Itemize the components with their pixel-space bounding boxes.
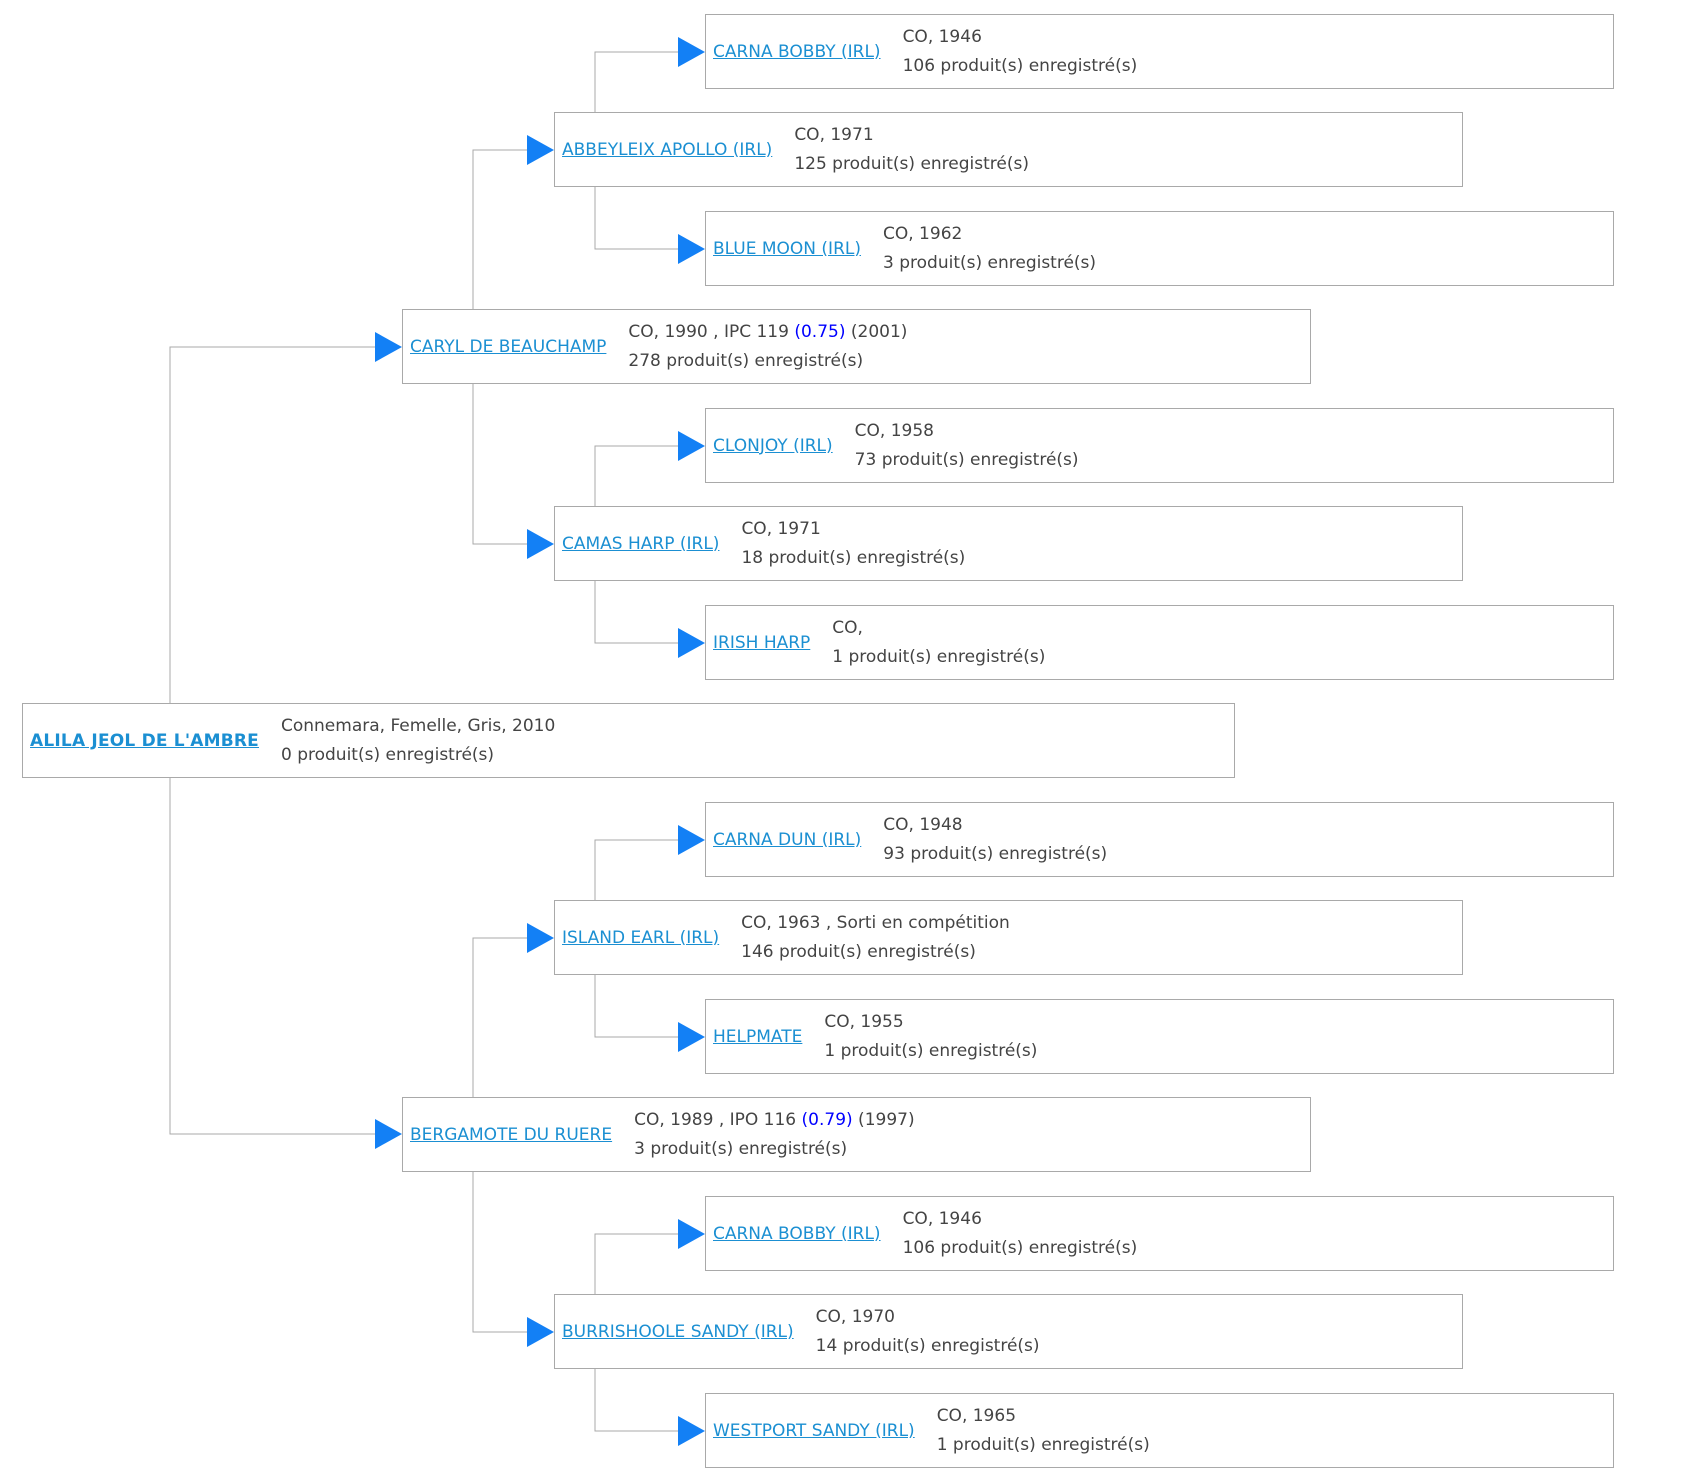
pedigree-node-gen3-4: IRISH HARP CO, 1 produit(s) enregistré(s… [705, 605, 1614, 680]
arrow-right-icon [678, 1219, 705, 1249]
horse-offspring-dam: 3 produit(s) enregistré(s) [634, 1138, 848, 1159]
horse-link-gen3-8[interactable]: WESTPORT SANDY (IRL) [713, 1420, 915, 1441]
horse-link-sire-sire[interactable]: ABBEYLEIX APOLLO (IRL) [562, 139, 773, 160]
arrow-right-icon [678, 37, 705, 67]
pedigree-node-gen3-2: BLUE MOON (IRL) CO, 1962 3 produit(s) en… [705, 211, 1614, 286]
arrow-right-icon [678, 825, 705, 855]
horse-link-sire-dam[interactable]: CAMAS HARP (IRL) [562, 533, 720, 554]
horse-info-root: Connemara, Femelle, Gris, 2010 [280, 715, 556, 736]
arrow-right-icon [678, 1416, 705, 1446]
pedigree-node-gen3-8: WESTPORT SANDY (IRL) CO, 1965 1 produit(… [705, 1393, 1614, 1468]
horse-link-dam-dam[interactable]: BURRISHOOLE SANDY (IRL) [562, 1321, 794, 1342]
horse-link-root[interactable]: ALILA JEOL DE L'AMBRE [30, 730, 259, 751]
arrow-right-icon [678, 1022, 705, 1052]
horse-link-dam[interactable]: BERGAMOTE DU RUERE [410, 1124, 613, 1145]
arrow-right-icon [375, 332, 402, 362]
pedigree-node-sire-sire: ABBEYLEIX APOLLO (IRL) CO, 1971 125 prod… [554, 112, 1463, 187]
horse-link-dam-sire[interactable]: ISLAND EARL (IRL) [562, 927, 720, 948]
pedigree-node-gen3-5: CARNA DUN (IRL) CO, 1948 93 produit(s) e… [705, 802, 1614, 877]
pedigree-node-gen3-3: CLONJOY (IRL) CO, 1958 73 produit(s) enr… [705, 408, 1614, 483]
horse-link-gen3-1[interactable]: CARNA BOBBY (IRL) [713, 41, 881, 62]
horse-offspring-sire: 278 produit(s) enregistré(s) [628, 350, 864, 371]
pedigree-node-dam-sire: ISLAND EARL (IRL) CO, 1963 , Sorti en co… [554, 900, 1463, 975]
connector-line [169, 346, 375, 703]
connector-line [169, 778, 375, 1135]
connector-line [594, 51, 678, 112]
pedigree-node-dam: BERGAMOTE DU RUERE CO, 1989 , IPO 116 (0… [402, 1097, 1311, 1172]
connector-line [594, 581, 678, 644]
connector-line [594, 1369, 678, 1432]
horse-info-dam: CO, 1989 , IPO 116 (0.79) (1997) [634, 1109, 915, 1130]
arrow-right-icon [527, 529, 554, 559]
arrow-right-icon [375, 1119, 402, 1149]
index-score: (0.75) [794, 321, 846, 342]
pedigree-node-sire: CARYL DE BEAUCHAMP CO, 1990 , IPC 119 (0… [402, 309, 1311, 384]
arrow-right-icon [678, 431, 705, 461]
arrow-right-icon [678, 234, 705, 264]
connector-line [472, 384, 527, 545]
pedigree-node-gen3-7: CARNA BOBBY (IRL) CO, 1946 106 produit(s… [705, 1196, 1614, 1271]
pedigree-node-gen3-1: CARNA BOBBY (IRL) CO, 1946 106 produit(s… [705, 14, 1614, 89]
connector-line [594, 187, 678, 250]
arrow-right-icon [527, 1317, 554, 1347]
connector-line [594, 839, 678, 900]
connector-line [594, 975, 678, 1038]
pedigree-node-sire-dam: CAMAS HARP (IRL) CO, 1971 18 produit(s) … [554, 506, 1463, 581]
pedigree-node-dam-dam: BURRISHOOLE SANDY (IRL) CO, 1970 14 prod… [554, 1294, 1463, 1369]
horse-link-gen3-5[interactable]: CARNA DUN (IRL) [713, 829, 862, 850]
connector-line [594, 1233, 678, 1294]
connector-line [594, 445, 678, 506]
horse-info-sire: CO, 1990 , IPC 119 (0.75) (2001) [628, 321, 908, 342]
arrow-right-icon [527, 923, 554, 953]
connector-line [472, 149, 527, 309]
horse-link-gen3-4[interactable]: IRISH HARP [713, 632, 811, 653]
arrow-right-icon [678, 628, 705, 658]
horse-link-gen3-3[interactable]: CLONJOY (IRL) [713, 435, 833, 456]
index-score: (0.79) [801, 1109, 853, 1130]
pedigree-node-root: ALILA JEOL DE L'AMBRE Connemara, Femelle… [22, 703, 1235, 778]
connector-line [472, 1172, 527, 1333]
pedigree-node-gen3-6: HELPMATE CO, 1955 1 produit(s) enregistr… [705, 999, 1614, 1074]
arrow-right-icon [527, 135, 554, 165]
horse-link-gen3-7[interactable]: CARNA BOBBY (IRL) [713, 1223, 881, 1244]
connector-line [472, 937, 527, 1097]
horse-link-gen3-6[interactable]: HELPMATE [713, 1026, 803, 1047]
horse-link-gen3-2[interactable]: BLUE MOON (IRL) [713, 238, 861, 259]
horse-offspring-root: 0 produit(s) enregistré(s) [280, 744, 495, 765]
horse-link-sire[interactable]: CARYL DE BEAUCHAMP [410, 336, 607, 357]
